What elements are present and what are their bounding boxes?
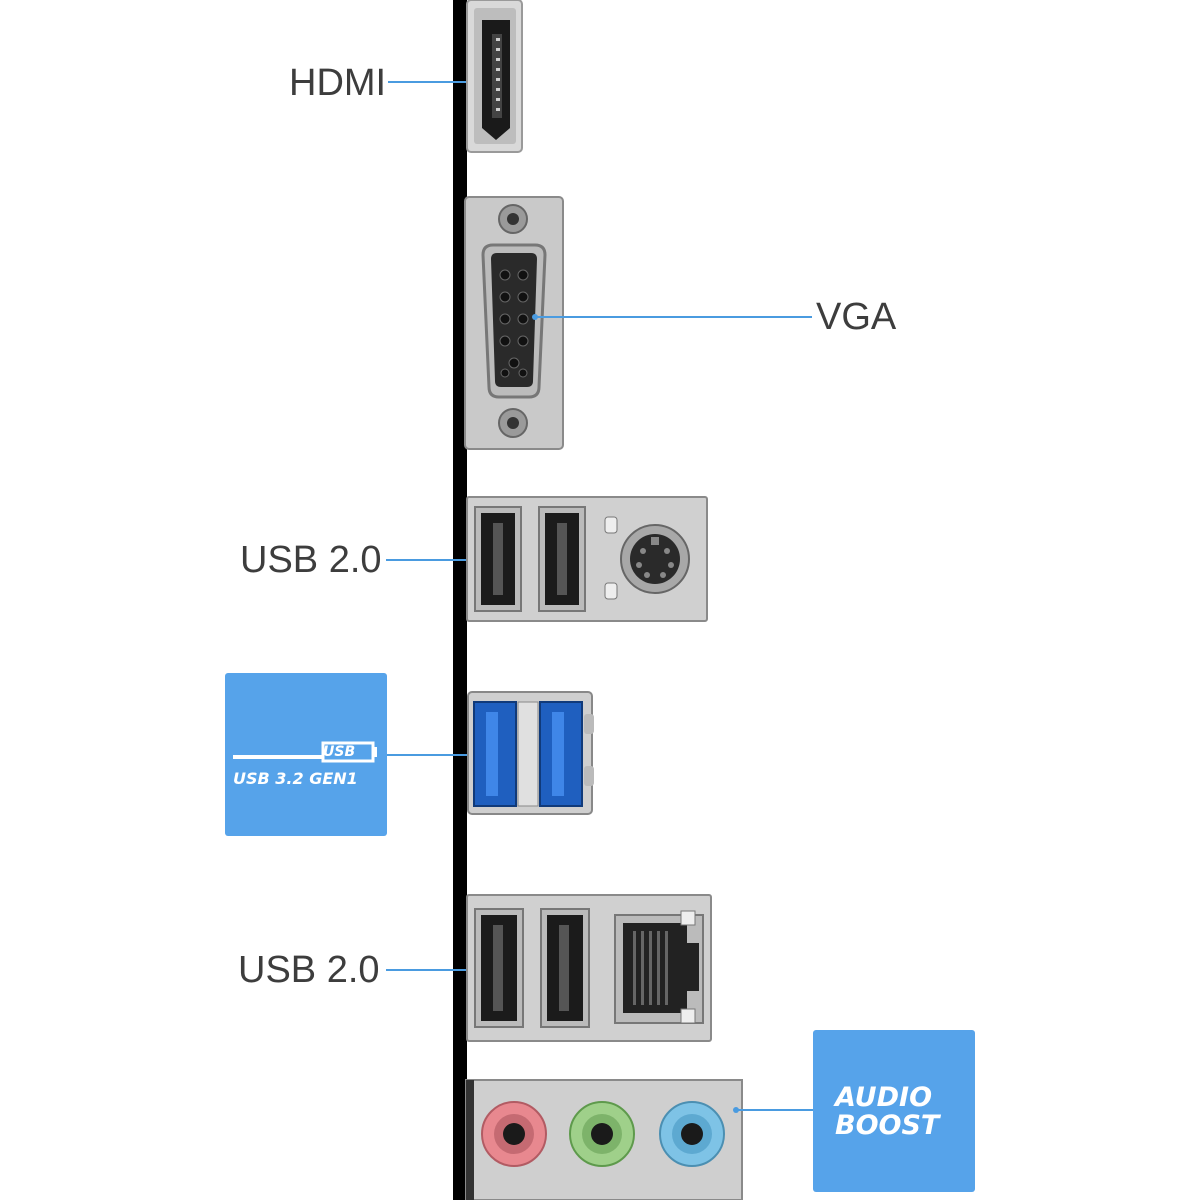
audio-boost-badge: AUDIO BOOST: [813, 1030, 975, 1192]
audio-boost-line1: AUDIO: [835, 1082, 933, 1113]
usb32-port-block: [467, 691, 594, 815]
io-shield-edge: [453, 0, 467, 1200]
audio-leader-dot: [733, 1107, 739, 1113]
usb-logo-text: USB: [323, 744, 356, 760]
vga-port: [464, 196, 564, 450]
usb2-ps2-port-block: [466, 496, 708, 622]
audio-jack-block: [465, 1079, 743, 1200]
hdmi-label: HDMI: [289, 62, 387, 104]
usb2-top-label: USB 2.0: [240, 539, 382, 581]
usb2-top-leader: [386, 559, 488, 561]
usb32-leader: [387, 754, 489, 756]
audio-boost-line2: BOOST: [835, 1110, 940, 1141]
hdmi-leader: [388, 81, 494, 83]
usb32-badge: USB USB 3.2 GEN1: [225, 673, 387, 836]
usb2-bottom-leader: [386, 969, 488, 971]
usb2-lan-port-block: [466, 894, 712, 1042]
usb-logo-icon: [233, 741, 377, 763]
vga-leader-dot: [532, 314, 538, 320]
hdmi-port: [466, 0, 523, 153]
vga-label: VGA: [816, 296, 897, 338]
audio-leader: [737, 1109, 813, 1111]
vga-leader: [536, 316, 812, 318]
usb32-badge-label: USB 3.2 GEN1: [233, 769, 358, 788]
usb2-bottom-label: USB 2.0: [238, 949, 380, 991]
